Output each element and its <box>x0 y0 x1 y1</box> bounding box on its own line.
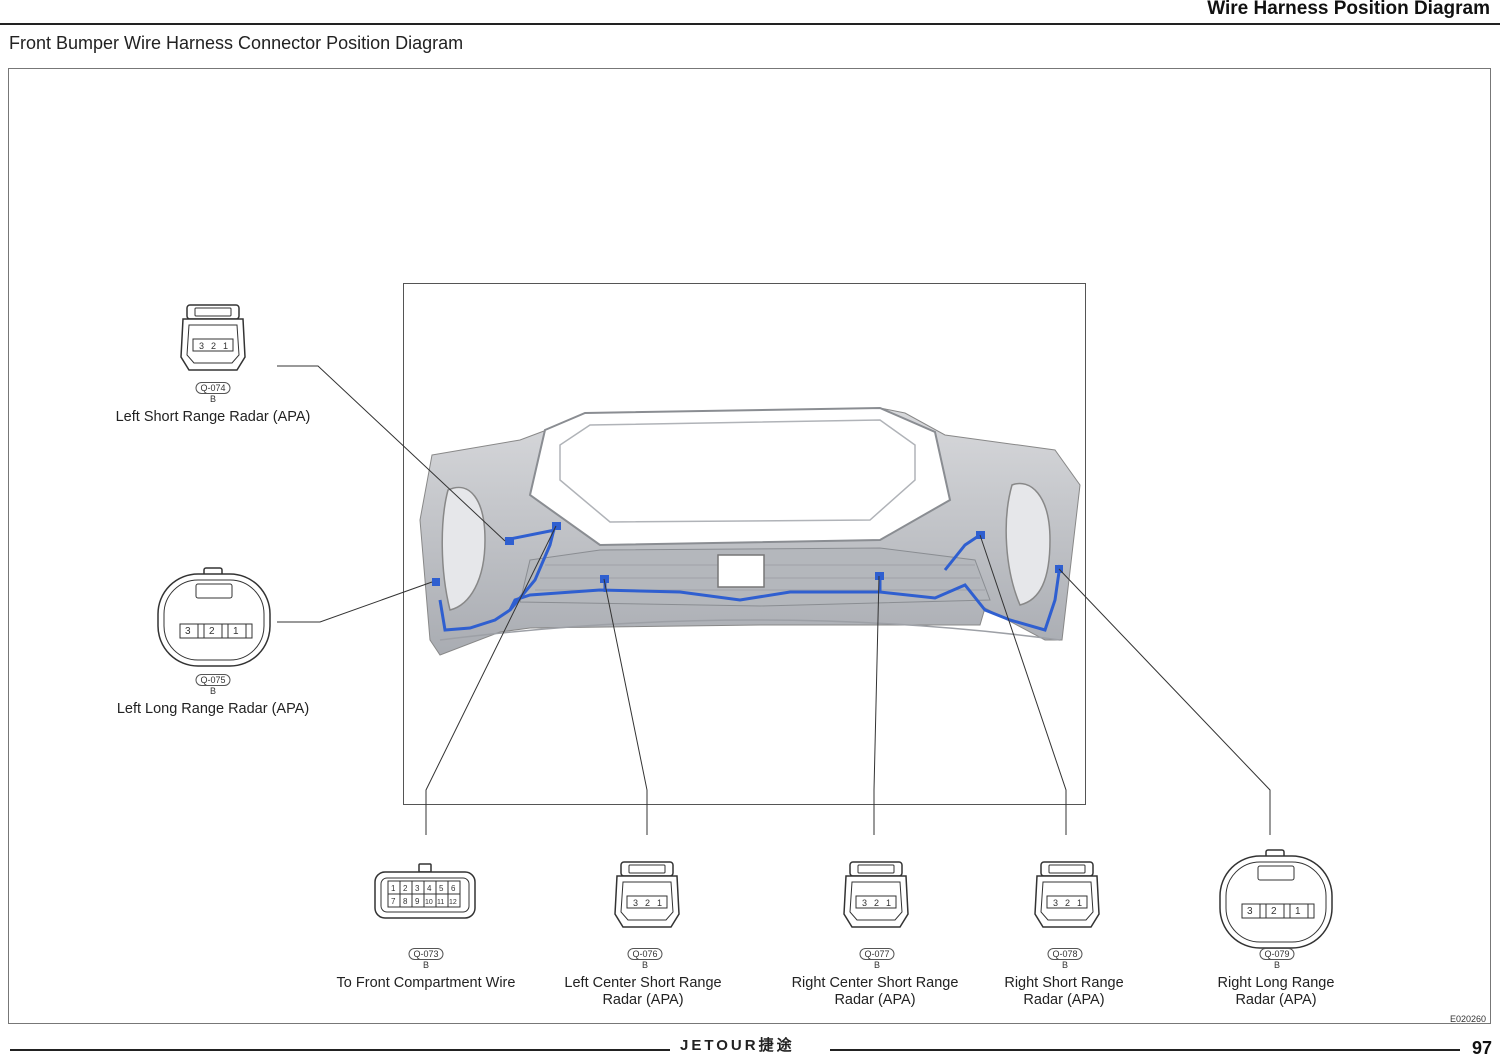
q073-pin-8: 8 <box>403 897 408 906</box>
q073-pin-4: 4 <box>427 884 432 893</box>
q073-pin-2: 2 <box>403 884 408 893</box>
wire-harness <box>432 522 1063 632</box>
header-rule <box>0 23 1500 25</box>
q076-pin-1: 1 <box>657 898 662 908</box>
connector-q073-face: 1 2 3 4 5 6 7 8 9 10 11 12 <box>374 863 476 919</box>
page-header-title: Wire Harness Position Diagram <box>1207 0 1490 19</box>
q075-pin-1: 1 <box>233 626 239 637</box>
connector-q078-face: 3 2 1 <box>1034 861 1100 928</box>
connector-q077-face: 3 2 1 <box>843 861 909 928</box>
diagram-subtitle: Front Bumper Wire Harness Connector Posi… <box>9 33 464 53</box>
leader-q078 <box>979 534 1067 835</box>
q075-pin-2: 2 <box>209 626 215 637</box>
q077-pin-3: 3 <box>862 898 867 908</box>
q076-pin-3: 3 <box>633 898 638 908</box>
connector-label-q075: Left Long Range Radar (APA) <box>116 701 310 717</box>
harness-node-q077 <box>875 572 884 580</box>
q075-pin-3: 3 <box>185 626 191 637</box>
q078-pin-1: 1 <box>1077 898 1082 908</box>
q078-pin-2: 2 <box>1065 898 1070 908</box>
q073-pin-9: 9 <box>415 897 420 906</box>
q073-pin-7: 7 <box>391 897 396 906</box>
q073-pin-5: 5 <box>439 884 444 893</box>
connector-q074-face: 3 2 1 <box>180 304 246 371</box>
q079-pin-2: 2 <box>1271 906 1277 917</box>
footer-rule-left <box>10 1049 670 1051</box>
leader-q079 <box>1058 568 1271 835</box>
q079-pin-1: 1 <box>1295 906 1301 917</box>
bumper-photo-frame <box>403 283 1086 805</box>
q077-pin-1: 1 <box>886 898 891 908</box>
leader-q075 <box>277 581 433 623</box>
q076-pin-2: 2 <box>645 898 650 908</box>
q073-pin-6: 6 <box>451 884 456 893</box>
leader-lines <box>277 365 1271 835</box>
q073-pin-12: 12 <box>449 899 457 906</box>
brand-logo: JETOUR捷途 <box>680 1037 795 1054</box>
page-number: 97 <box>1471 1038 1492 1058</box>
q079-pin-3: 3 <box>1247 906 1253 917</box>
connector-q075-face: 3 2 1 <box>157 567 271 667</box>
figure-id: E020260 <box>1449 1014 1486 1024</box>
connector-label-q073: To Front Compartment Wire <box>336 975 516 991</box>
harness-node-q074 <box>505 537 514 545</box>
q074-pin-3: 3 <box>199 341 204 351</box>
harness-node-q075 <box>432 578 440 586</box>
leader-q076 <box>603 578 648 835</box>
harness-node-q073 <box>552 522 561 530</box>
q074-pin-2: 2 <box>211 341 216 351</box>
q077-pin-2: 2 <box>874 898 879 908</box>
connector-label-q074: Left Short Range Radar (APA) <box>115 409 311 425</box>
leader-q073 <box>425 525 557 835</box>
front-bumper-illustration <box>419 406 1081 656</box>
connector-q076-face: 3 2 1 <box>614 861 680 928</box>
footer-rule-right <box>830 1049 1460 1051</box>
leader-q077 <box>873 575 880 835</box>
q073-pin-10: 10 <box>425 899 433 906</box>
leader-q074 <box>277 365 506 542</box>
q074-pin-1: 1 <box>223 341 228 351</box>
diagram-frame <box>8 68 1491 1024</box>
connector-q079-face: 3 2 1 <box>1219 849 1333 949</box>
q073-pin-3: 3 <box>415 884 420 893</box>
q073-pin-1: 1 <box>391 884 396 893</box>
q078-pin-3: 3 <box>1053 898 1058 908</box>
q073-pin-11: 11 <box>437 899 444 906</box>
